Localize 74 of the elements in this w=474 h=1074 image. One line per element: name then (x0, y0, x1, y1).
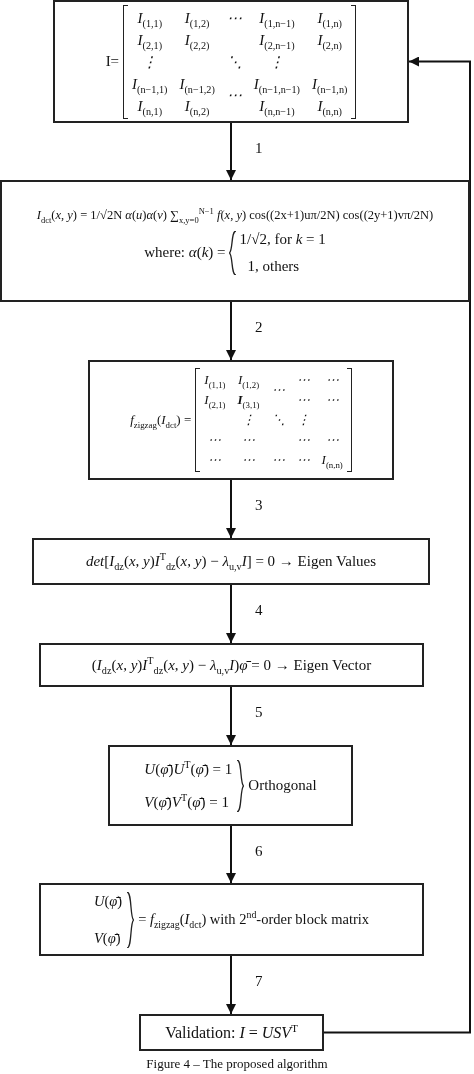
matrix-entry: I$_{(1,2)}$ (183, 8, 211, 29)
equation-text: Validation: I = USV$^{T}$ (165, 1023, 298, 1042)
matrix-entry: I$_{(1,1)}$ (136, 8, 164, 29)
process-box (32, 538, 430, 585)
matrix-entry: I$_{(n,1)}$ (136, 96, 164, 117)
matrix-entry: I$_{(1,n)}$ (316, 8, 343, 29)
arrow (226, 301, 236, 361)
matrix-entry: I$_{(2,1)}$ (136, 30, 164, 51)
matrix-entry: ⋯ (296, 431, 310, 449)
matrix-entry: I$_{(n−1,1)}$ (132, 74, 168, 95)
equation-text: V(φ̄)V$^{T}$(φ̄) = 1 (144, 793, 230, 811)
matrix-entry: I$_{(n,2)}$ (183, 96, 211, 117)
matrix-entry: I$_{(n,n−1)}$ (258, 96, 296, 117)
matrix-entry: I$_{(2,1)}$ (204, 391, 226, 410)
arrow (226, 122, 236, 181)
process-box (53, 0, 409, 123)
process-box (108, 745, 353, 826)
matrix-entry: I$_{(n−1,n−1)}$ (253, 74, 300, 95)
matrix-entry: I$_{(n,n)}$ (316, 96, 343, 117)
matrix-entry: I$_{(3,1)}$ (237, 391, 260, 410)
process-box (39, 643, 424, 687)
equation-text: 1/√2, for k = 1 (239, 230, 326, 248)
matrix-entry: I$_{(n−1,n)}$ (312, 74, 348, 95)
matrix-entry: I$_{(n−1,2)}$ (179, 74, 215, 95)
matrix-entry: I$_{(2,2)}$ (183, 30, 211, 51)
note-text: Orthogonal (248, 777, 317, 794)
matrix-entry: ⋮ (268, 52, 286, 72)
matrix-entry: ⋯ (296, 371, 310, 389)
matrix-entry: I$_{(1,2)}$ (237, 371, 260, 390)
arrow (226, 955, 236, 1015)
equation-text: I$_{dct}$(x, y) = 1/√2N α(u)α(v) ∑$_{x,y=0}$$^{N−1}$ f(x, y) cos((2x+1)uπ/2N) cos((2y+1)vπ/2N) (35, 207, 435, 223)
matrix-entry: I$_{(2,n−1)}$ (258, 30, 296, 51)
arrow (226, 479, 236, 539)
matrix-entry: ⋯ (324, 371, 340, 389)
matrix-entry: ⋱ (271, 411, 285, 429)
equation-text: U(φ̄)U$^{T}$(φ̄) = 1 (144, 760, 233, 778)
process-box (88, 360, 394, 480)
arrow (226, 825, 236, 884)
matrix-entry: ⋯ (296, 451, 310, 469)
matrix-entry: I$_{(n,n)}$ (321, 451, 343, 470)
equation-text: f$_{zigzag}$(I$_{dct}$) = (130, 412, 192, 428)
matrix-entry: ⋯ (296, 391, 310, 409)
matrix-entry: ⋮ (141, 52, 159, 72)
matrix-entry: ⋯ (271, 381, 285, 399)
arrow (226, 686, 236, 746)
matrix-entry: I$_{(1,1)}$ (204, 371, 226, 390)
matrix-entry: ⋮ (241, 411, 257, 429)
matrix-entry: ⋮ (296, 411, 310, 429)
process-box (0, 180, 470, 302)
caption: Figure 4 – The proposed algorithm (145, 1056, 329, 1072)
matrix-entry: I$_{(1,n−1)}$ (258, 8, 296, 29)
equation-text: det[I$_{dz}$(x, y)I$^{T}$$_{dz}$(x, y) − λ$_{u,v}$I] = 0 → Eigen Values (85, 553, 377, 570)
matrix-entry: ⋯ (207, 451, 223, 469)
matrix-entry: ⋱ (226, 52, 242, 72)
matrix-entry: ⋯ (226, 85, 242, 105)
equation-text: V(φ̄) (93, 929, 122, 947)
process-box (139, 1014, 324, 1051)
matrix-entry: I$_{(2,n)}$ (316, 30, 343, 51)
equation-text: (I$_{dz}$(x, y)I$^{T}$$_{dz}$(x, y) − λ$_{u,v}$I)φ̄ = 0 → Eigen Vector (91, 656, 372, 674)
arrow (323, 56, 471, 1034)
process-box (39, 883, 424, 956)
equation-text: 1, others (246, 257, 301, 275)
matrix-entry: ⋯ (241, 431, 257, 449)
matrix-entry: ⋯ (324, 391, 340, 409)
matrix-entry: ⋯ (207, 431, 223, 449)
equation-text: U(φ̄) (93, 892, 123, 910)
equation-text: I= (105, 53, 120, 70)
matrix-entry: ⋯ (241, 451, 257, 469)
equation-text: where: α(k) = (144, 244, 226, 261)
matrix-entry: ⋯ (226, 8, 242, 28)
matrix-entry: ⋯ (271, 451, 285, 469)
matrix-entry: ⋯ (324, 431, 340, 449)
arrow (226, 584, 236, 644)
equation-text: = f$_{zigzag}$(I$_{dct}$) with 2$^{nd}$-order block matrix (138, 911, 370, 928)
